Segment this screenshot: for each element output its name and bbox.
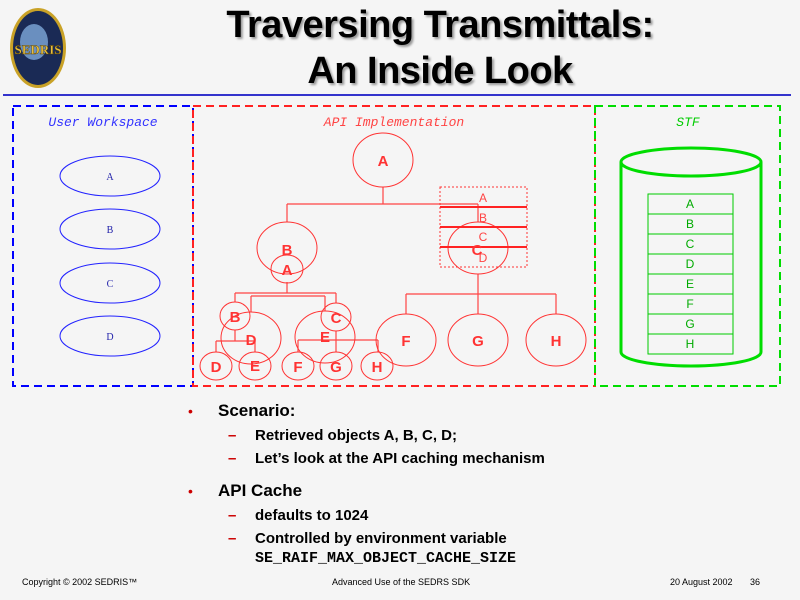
cache-dividers: [440, 206, 527, 248]
stf-object-label: H: [686, 337, 695, 351]
tree-connectors: [215, 187, 557, 352]
node-label: G: [472, 333, 484, 350]
stf-object-box: [647, 333, 734, 355]
tree-node: [319, 351, 353, 381]
workspace-object-label: C: [107, 279, 114, 290]
tree-node: [352, 132, 414, 188]
tree-node: [256, 221, 318, 275]
footer-date: 20 August 2002: [670, 577, 733, 587]
user-workspace-panel: [12, 105, 194, 387]
workspace-object: [59, 155, 161, 197]
workspace-object: [59, 208, 161, 250]
footer-title: Advanced Use of the SEDRS SDK: [332, 577, 471, 587]
tree-node: [238, 351, 272, 381]
user-workspace-label: User Workspace: [48, 115, 157, 130]
stf-cylinder: [619, 146, 763, 368]
node-label: E: [320, 329, 330, 346]
api-implementation-panel: [192, 105, 596, 387]
cache-entry: D: [479, 251, 488, 265]
node-label: F: [293, 359, 302, 376]
page-number: 36: [750, 577, 761, 587]
bullet-scenario: Scenario:: [218, 401, 296, 420]
tree-node: [375, 313, 437, 367]
stf-object-label: A: [686, 197, 694, 211]
node-label: C: [472, 242, 483, 259]
node-label: H: [372, 359, 383, 376]
stf-panel: [594, 105, 781, 387]
bullet-api-cache: API Cache: [218, 481, 303, 500]
sub-bullet: defaults to 1024: [255, 507, 369, 524]
node-label: D: [211, 359, 222, 376]
tree-node: [281, 351, 315, 381]
workspace-object-label: A: [106, 172, 114, 183]
sedris-logo: SEDRIS: [10, 8, 66, 88]
tree-node: [447, 313, 509, 367]
api-implementation-label: API Implementation: [323, 115, 464, 130]
node-label: H: [551, 333, 562, 350]
sub-bullet: Retrieved objects A, B, C, D;: [255, 427, 457, 444]
bullet-icon: •: [188, 483, 193, 499]
sub-bullet: Controlled by environment variable: [255, 530, 507, 547]
node-label: B: [230, 309, 241, 326]
footer-copyright: Copyright © 2002 SEDRIS™: [22, 577, 138, 587]
workspace-object-label: B: [107, 225, 114, 236]
node-label: B: [282, 242, 293, 259]
stf-object-label: G: [685, 317, 694, 331]
tree-node: [199, 351, 233, 381]
title-line-2: An Inside Look: [307, 50, 573, 92]
tree-node: [360, 351, 394, 381]
bullet-icon: •: [188, 403, 193, 419]
stf-object-label: C: [686, 237, 695, 251]
node-label: F: [401, 333, 410, 350]
node-label: A: [282, 262, 293, 279]
tree-node: [294, 310, 356, 364]
tree-node: [219, 301, 251, 331]
workspace-object: [59, 315, 161, 357]
dash-icon: –: [228, 450, 237, 467]
workspace-object: [59, 262, 161, 304]
dash-icon: –: [228, 507, 237, 524]
tree-node: [320, 302, 352, 332]
tree-node: [220, 311, 282, 365]
dash-icon: –: [228, 427, 237, 444]
cache-entry: A: [479, 191, 487, 205]
workspace-object-label: D: [106, 332, 113, 343]
node-label: E: [250, 358, 260, 375]
stf-object-label: B: [686, 217, 694, 231]
title-line-1: Traversing Transmittals:: [226, 4, 654, 46]
stf-object-label: F: [686, 297, 693, 311]
env-variable: SE_RAIF_MAX_OBJECT_CACHE_SIZE: [255, 550, 517, 567]
node-label: A: [378, 153, 389, 170]
node-label: C: [331, 310, 342, 327]
title-divider: [3, 94, 791, 96]
node-label: G: [330, 359, 342, 376]
sub-bullet: Let’s look at the API caching mechanism: [255, 450, 545, 467]
cache-entry: B: [479, 211, 487, 225]
tree-node: [270, 254, 304, 284]
stf-label: STF: [676, 115, 700, 130]
stf-object-label: E: [686, 277, 694, 291]
cache-entry: C: [479, 230, 488, 244]
tree-node: [525, 313, 587, 367]
dash-icon: –: [228, 530, 237, 547]
svg-text:SEDRIS: SEDRIS: [15, 42, 62, 57]
node-label: D: [246, 332, 257, 349]
stf-object-label: D: [686, 257, 695, 271]
